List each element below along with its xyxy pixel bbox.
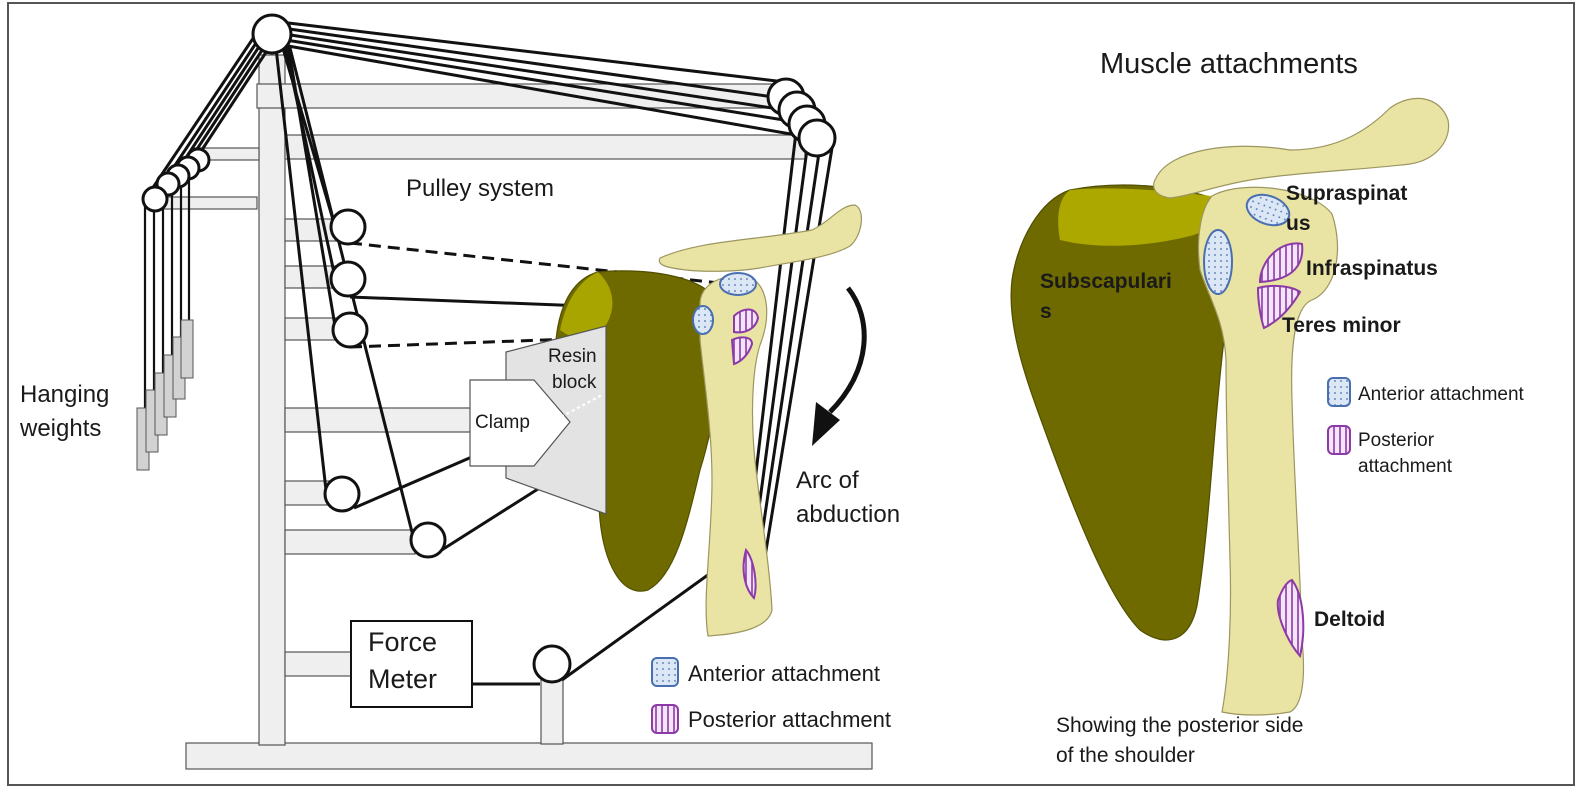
force-meter-pulley [534, 646, 570, 682]
anterior-attachment [720, 273, 756, 295]
weight-arm-lower [160, 197, 257, 209]
right-legend: Anterior attachment Posterior attachment [1328, 378, 1525, 477]
pulley-system-label: Pulley system [406, 175, 554, 202]
left-legend: Anterior attachment Posterior attachment [652, 658, 891, 733]
left-legend-anterior: Anterior attachment [688, 661, 880, 686]
caption-line-1: Showing the posterior side [1056, 714, 1303, 737]
caption-line-2: of the shoulder [1056, 744, 1195, 767]
post-pulley [331, 262, 365, 296]
subscapularis-attachment [1204, 230, 1232, 294]
anterior-swatch [652, 658, 678, 686]
resin-label-2: block [552, 372, 597, 393]
posterior-swatch [1328, 426, 1350, 454]
test-rig [137, 15, 872, 769]
resin-label-1: Resin [548, 346, 597, 367]
lower-pulley [411, 523, 445, 557]
stub [285, 530, 415, 554]
stub [285, 318, 337, 340]
arc-label-1: Arc of [796, 467, 859, 494]
right-legend-anterior: Anterior attachment [1358, 384, 1525, 405]
right-legend-posterior-1: Posterior [1358, 430, 1435, 451]
top-pulley [253, 15, 291, 53]
anterior-attachment [693, 306, 713, 334]
hanging-weights-label-1: Hanging [20, 381, 109, 408]
post-pulley [331, 210, 365, 244]
force-meter-label-1: Force [368, 627, 437, 657]
abduction-arrow [830, 288, 864, 412]
hanging-weights-label-2: weights [19, 415, 101, 442]
arc-label-2: abduction [796, 501, 900, 528]
weight [181, 320, 193, 378]
weight-pulley [143, 187, 167, 211]
anterior-swatch [1328, 378, 1350, 406]
deltoid-label: Deltoid [1314, 608, 1385, 631]
subscapularis-label-2: s [1040, 300, 1052, 323]
force-meter-arm [285, 652, 351, 676]
right-legend-posterior-2: attachment [1358, 456, 1453, 477]
second-arm [285, 135, 805, 159]
teres-minor-label: Teres minor [1282, 314, 1401, 337]
right-title: Muscle attachments [1100, 48, 1358, 80]
supraspinatus-label-1: Supraspinat [1286, 182, 1407, 205]
supraspinatus-label-2: us [1286, 212, 1311, 235]
subscapularis-label-1: Subscapulari [1040, 270, 1172, 293]
hanging-weights [137, 168, 193, 470]
stub [285, 219, 337, 241]
force-meter-label-2: Meter [368, 664, 437, 694]
base-plate [186, 743, 872, 769]
acromion [659, 205, 861, 271]
clamp-label: Clamp [475, 412, 530, 433]
clamp-arm [285, 408, 475, 432]
infraspinatus-label: Infraspinatus [1306, 257, 1438, 280]
main-post [259, 55, 285, 745]
posterior-swatch [652, 705, 678, 733]
left-legend-posterior: Posterior attachment [688, 707, 891, 732]
lower-pulley-post [541, 676, 563, 744]
lower-pulley [325, 477, 359, 511]
post-pulley [333, 313, 367, 347]
right-pulley [799, 120, 835, 156]
